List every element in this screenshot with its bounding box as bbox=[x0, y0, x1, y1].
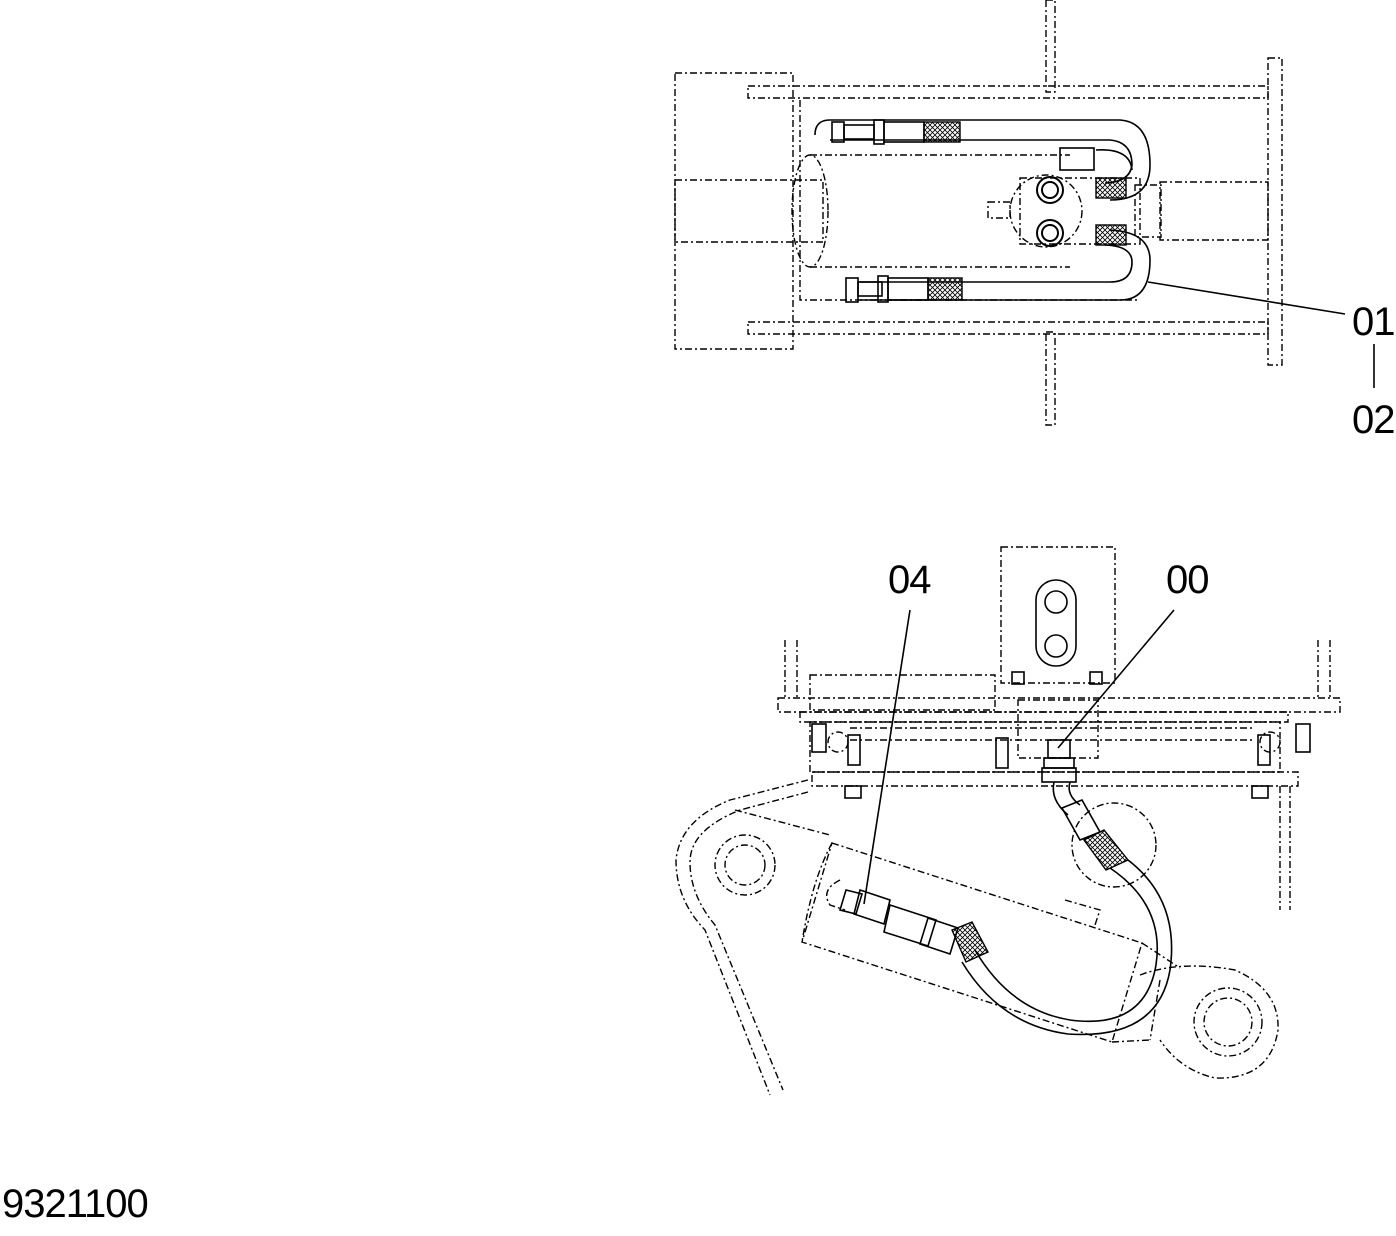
top-view-assembly bbox=[674, 0, 1375, 426]
leader-line-00 bbox=[1057, 609, 1175, 749]
lower-hose bbox=[845, 224, 1151, 303]
callout-00: 00 bbox=[1166, 558, 1209, 602]
upper-hose bbox=[814, 119, 1151, 201]
callout-01: 01 bbox=[1352, 300, 1395, 344]
cylinder-body bbox=[801, 802, 1279, 1079]
cylinder-hose bbox=[826, 781, 1173, 1036]
callout-04: 04 bbox=[888, 558, 931, 602]
leader-line-04 bbox=[863, 609, 911, 905]
callout-02: 02 bbox=[1352, 398, 1395, 442]
side-view-assembly bbox=[675, 546, 1341, 1096]
leader-line-01 bbox=[1147, 281, 1346, 315]
drawing-number: 9321100 bbox=[2, 1182, 149, 1226]
